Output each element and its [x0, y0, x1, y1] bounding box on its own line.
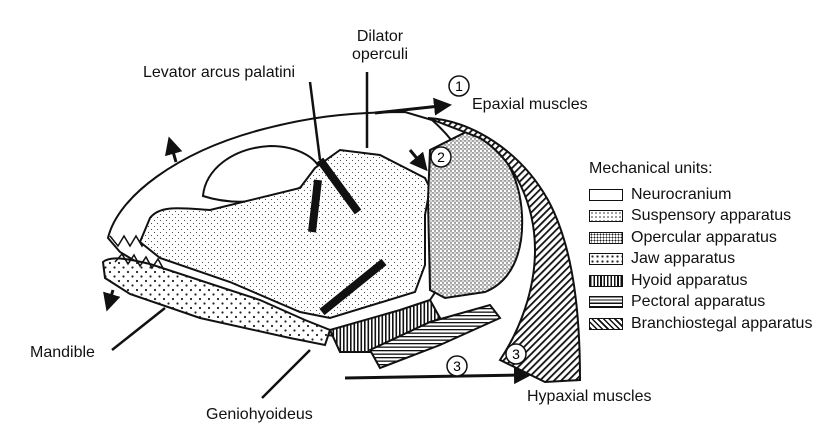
muscle-bars — [308, 157, 387, 316]
legend-swatch — [589, 253, 623, 266]
legend-label: Jaw apparatus — [631, 250, 736, 268]
legend-swatch — [589, 188, 623, 201]
legend-label: Hyoid apparatus — [631, 271, 748, 289]
legend-item: Neurocranium — [589, 184, 812, 206]
marker-3a: 3 — [446, 355, 468, 377]
legend-swatch — [589, 296, 623, 309]
legend-label: Branchiostegal apparatus — [631, 314, 813, 332]
marker-3b: 3 — [505, 343, 527, 365]
legend-label: Suspensory apparatus — [631, 207, 792, 225]
pectoral-apparatus — [368, 303, 502, 370]
hyoid-apparatus — [328, 298, 442, 353]
lower-teeth — [114, 252, 165, 271]
dilator-line1: Dilator — [356, 28, 404, 45]
dilator-line2: operculi — [351, 46, 409, 63]
legend-swatch — [589, 231, 623, 244]
suspensory-apparatus — [138, 148, 432, 320]
legend-item: Jaw apparatus — [589, 249, 812, 271]
legend-item: Suspensory apparatus — [589, 206, 812, 228]
svg-text:3: 3 — [453, 358, 461, 374]
levator-label: Levator arcus palatini — [143, 64, 296, 81]
legend-label: Pectoral apparatus — [631, 293, 766, 311]
legend-item: Branchiostegal apparatus — [589, 313, 812, 335]
mandible-label: Mandible — [30, 344, 95, 361]
action-arrows — [103, 97, 532, 385]
legend-label: Opercular apparatus — [631, 228, 777, 246]
branchiostegal-apparatus — [427, 117, 582, 384]
geniohyoideus-label: Geniohyoideus — [206, 406, 313, 423]
svg-text:1: 1 — [455, 78, 463, 94]
svg-text:2: 2 — [437, 149, 445, 165]
legend-item: Opercular apparatus — [589, 227, 812, 249]
legend-item: Pectoral apparatus — [589, 292, 812, 314]
legend-title: Mechanical units: — [589, 160, 713, 177]
dilator-label: Dilator operculi — [340, 28, 420, 64]
legend-swatch — [589, 210, 623, 223]
leader-lines — [111, 72, 369, 399]
legend-item: Hyoid apparatus — [589, 270, 812, 292]
legend-swatch — [589, 274, 623, 287]
hypaxial-label: Hypaxial muscles — [527, 388, 652, 405]
epaxial-label: Epaxial muscles — [472, 96, 588, 113]
legend-label: Neurocranium — [631, 185, 732, 203]
svg-text:3: 3 — [512, 346, 520, 362]
marker-1: 1 — [448, 75, 470, 97]
marker-2: 2 — [430, 146, 452, 168]
legend-swatch — [589, 317, 623, 330]
